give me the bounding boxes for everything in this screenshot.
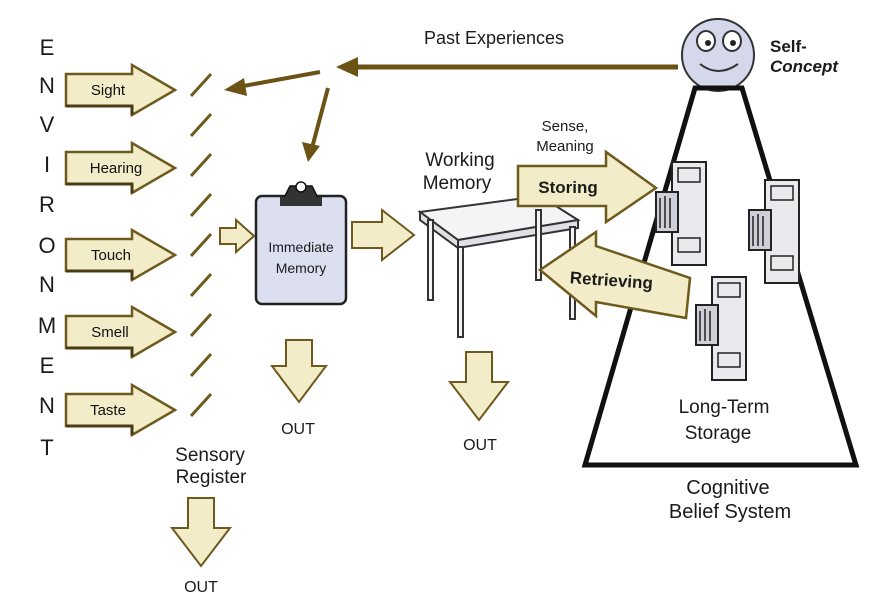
sensory-register-label-1: Sensory [175,445,245,466]
out-label-working: OUT [463,437,497,454]
filing-cabinet-icon [655,161,707,266]
sense-meaning-label-1: Sense, [542,118,589,135]
long-term-storage-label-2: Storage [685,423,752,444]
past-experiences-label: Past Experiences [424,28,564,48]
env-letter: N [39,272,55,297]
sense-label-hearing: Hearing [90,160,143,177]
long-term-storage-triangle [581,85,860,468]
env-letter: R [39,192,55,217]
to-working-memory-arrow [351,207,416,263]
env-letter: E [40,35,55,60]
storing-label: Storing [538,178,598,197]
working-memory-label-1: Working [425,150,494,171]
sense-arrow-taste: Taste [64,382,178,438]
env-letter: E [40,353,55,378]
self-concept-label-1: Self- [770,37,807,56]
past-experience-arrows [224,57,678,162]
sense-meaning-label-2: Meaning [536,138,594,155]
sense-arrow-touch: Touch [64,227,178,283]
env-letter: N [39,393,55,418]
cognitive-belief-label-1: Cognitive [686,477,769,499]
sensory-register-label-2: Register [176,467,247,488]
self-concept-label-2: Concept [770,57,839,76]
storing-arrow: Storing [516,149,659,225]
sense-label-smell: Smell [91,324,129,341]
immediate-memory-label-1: Immediate [268,239,334,255]
sense-arrow-sight: Sight [64,62,178,118]
sense-arrow-hearing: Hearing [64,140,178,196]
sense-label-taste: Taste [90,402,126,419]
immediate-memory-label-2: Memory [276,260,327,276]
env-letter: N [39,73,55,98]
input-arrow-small [219,217,256,255]
out-label-immediate: OUT [281,421,315,438]
sense-arrows: Sight Hearing Touch Smell Taste [64,62,178,438]
environment-letters: E N V I R O N M E N T [38,35,56,460]
cognitive-belief-label-2: Belief System [669,501,791,523]
env-letter: M [38,313,56,338]
sense-arrow-smell: Smell [64,304,178,360]
out-arrow-working: OUT [447,351,511,454]
out-label-sensory: OUT [184,579,218,596]
sense-label-touch: Touch [91,247,131,264]
self-concept-face [681,18,755,92]
filing-cabinet-icon [695,276,747,381]
env-letter: T [40,435,53,460]
env-letter: V [40,112,55,137]
env-letter: I [44,152,50,177]
out-arrow-sensory: OUT [169,497,233,596]
sensory-register-slashes [189,72,213,418]
retrieving-arrow: Retrieving [537,229,692,320]
env-letter: O [38,233,55,258]
sense-label-sight: Sight [91,82,126,99]
clipboard-icon [254,181,348,306]
filing-cabinet-icon [748,179,800,284]
working-memory-label-2: Memory [423,173,492,194]
out-arrow-immediate: OUT [270,339,328,438]
long-term-storage-label-1: Long-Term [679,397,770,418]
